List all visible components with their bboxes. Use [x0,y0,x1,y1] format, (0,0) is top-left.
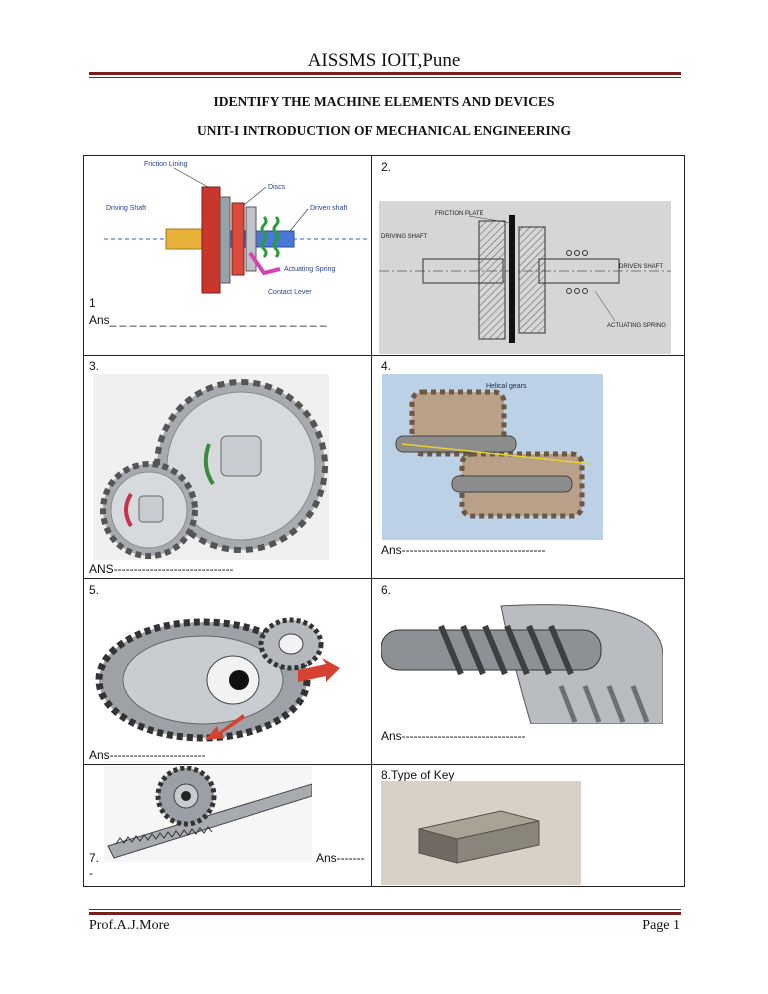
helical-gears-image: Helical gears [382,374,603,540]
label-driving-shaft: DRIVING SHAFT [381,234,428,240]
rack-and-pinion-image [104,766,312,862]
label-friction-plate: FRICTION PLATE [435,211,484,217]
label-driven-shaft: Driven shaft [310,205,347,212]
header-rule [89,72,681,75]
cell-3-number: 3. [89,359,100,373]
page-heading: IDENTIFY THE MACHINE ELEMENTS AND DEVICE… [213,94,555,109]
cell-4-answer: Ans------------------------------------ [381,543,546,557]
key-image [381,781,581,885]
header-institute: AISSMS IOIT,Pune [307,50,461,71]
cell-4-number: 4. [381,359,392,373]
table-divider [371,155,372,887]
cell-8-number: 8.Type of Key [381,768,455,782]
cell-3-answer: ANS------------------------------ [89,562,234,576]
footer-rule [89,912,681,915]
cell-1-number: 1 [89,296,96,310]
table-row-divider [83,764,685,765]
question-table [83,155,685,887]
helical-gears-caption: Helical gears [486,383,527,390]
bevel-gears-image [93,596,353,744]
label-discs: Discs [268,184,286,191]
cell-6-answer: Ans------------------------------- [381,729,526,743]
cell-7-number: 7. [89,851,100,865]
table-row-divider [83,578,685,579]
footer-author: Prof.A.J.More [89,918,170,933]
label-contact-lever: Contact Lever [268,289,312,296]
cell-6-number: 6. [381,583,392,597]
cell-2-number: 2. [381,160,392,174]
footer-page-number: Page 1 [642,918,680,933]
header-rule-thin [89,77,681,78]
cell-5-number: 5. [89,583,100,597]
spur-gears-image [93,374,329,560]
label-friction-lining: Friction Lining [144,161,188,168]
page-subheading: UNIT-I INTRODUCTION OF MECHANICAL ENGINE… [196,123,572,138]
table-row-divider [83,355,685,356]
clutch-diagram-image: Friction Lining Discs Driving Shaft Driv… [104,157,368,297]
cell-7-answer-continued: - [89,866,93,880]
cell-7-answer: Ans------- [316,851,365,865]
label-actuating-spring: ACTUATING SPRING [607,323,666,329]
worm-gear-image [381,596,663,724]
cell-1-answer: Ans_ _ _ _ _ _ _ _ _ _ _ _ _ _ _ _ _ _ _… [89,313,327,327]
label-driving-shaft: Driving Shaft [106,205,146,212]
label-actuating-spring: Actuating Spring [284,266,335,273]
plate-clutch-drawing-image: FRICTION PLATE DRIVING SHAFT DRIVEN SHAF… [379,201,671,354]
cell-5-answer: Ans------------------------ [89,748,206,762]
footer-rule-thin [89,909,681,910]
label-driven-shaft: DRIVEN SHAFT [619,264,663,270]
